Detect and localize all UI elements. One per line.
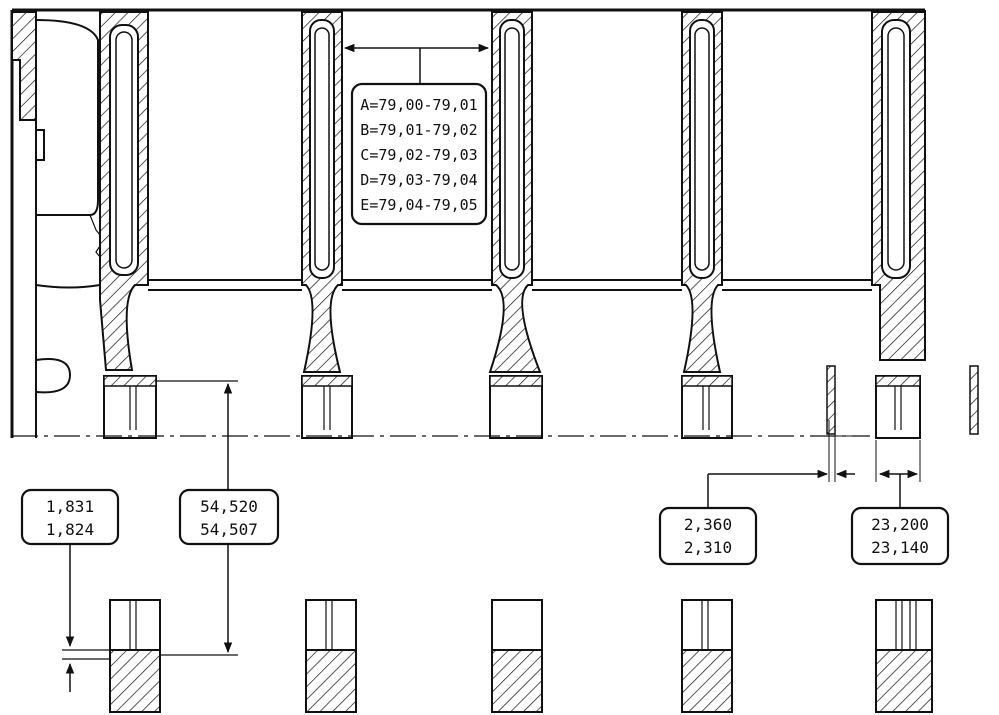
bearing-shell-thickness-dimension: 1,831 1,824 [20, 488, 150, 692]
bulkhead-4 [681, 11, 733, 439]
bearing-cap-3 [491, 599, 543, 713]
thrust-width-max: 23,200 [871, 515, 929, 534]
bulkhead-3 [488, 11, 543, 439]
bore-grade-d: D=79,03-79,04 [360, 171, 477, 189]
bulkhead-5 [826, 11, 979, 439]
bearing-cap-4 [681, 599, 733, 713]
bore-grade-e: E=79,04-79,05 [360, 196, 477, 214]
shell-thickness-max: 1,831 [46, 497, 94, 516]
left-end-wall [11, 11, 105, 394]
cylinder-bore-dimension: A=79,00-79,01 B=79,01-79,02 C=79,02-79,0… [343, 43, 490, 226]
bulkhead-2 [301, 11, 353, 439]
thrust-washer-box [658, 506, 758, 566]
bearing-cap-5 [875, 599, 933, 713]
bearing-cap-1 [109, 599, 161, 713]
bore-grade-a: A=79,00-79,01 [360, 96, 477, 114]
bearing-cap-2 [305, 599, 357, 713]
bulkhead-1 [99, 11, 157, 439]
thrust-width-min: 23,140 [871, 538, 929, 557]
thrust-bearing-width-dimension: 23,200 23,140 [850, 440, 950, 566]
bore-size-min: 54,507 [200, 520, 258, 539]
thrust-washer-dimension: 2,360 2,310 [658, 420, 860, 566]
thrust-washer-max: 2,360 [684, 515, 732, 534]
main-bearing-bore-dimension: 54,520 54,507 [150, 380, 280, 656]
bore-grade-b: B=79,01-79,02 [360, 121, 477, 139]
bore-size-max: 54,520 [200, 497, 258, 516]
bore-grade-c: C=79,02-79,03 [360, 146, 477, 164]
bore-size-box [178, 488, 280, 546]
bore-grade-box [350, 82, 488, 226]
thrust-width-box [850, 506, 950, 566]
shell-thickness-min: 1,824 [46, 520, 94, 539]
thrust-washer-min: 2,310 [684, 538, 732, 557]
crankcase-floor [148, 279, 872, 291]
